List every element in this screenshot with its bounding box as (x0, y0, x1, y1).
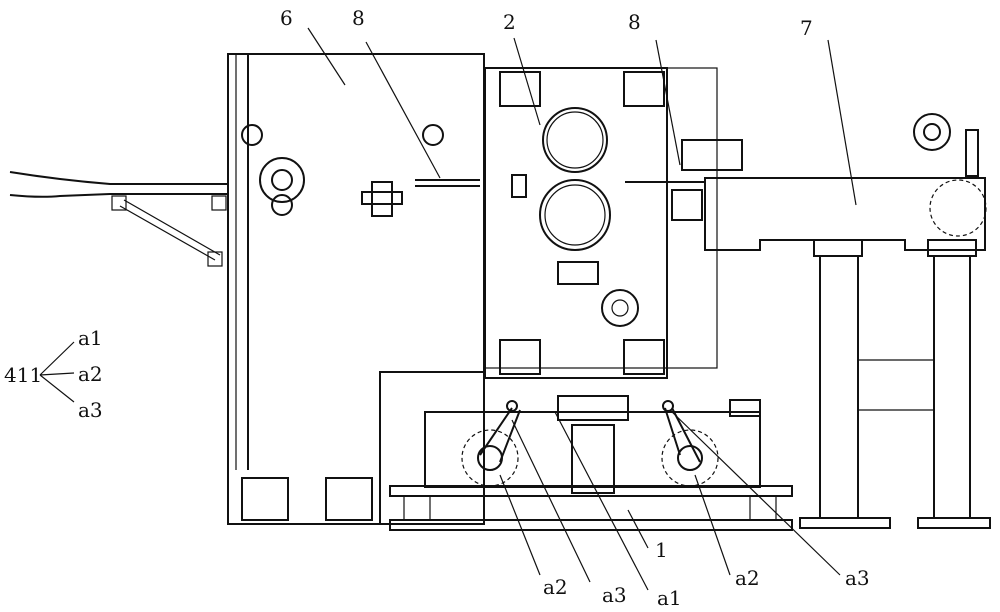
callout-a3-left: a3 (602, 583, 627, 607)
callout-a1: a1 (657, 586, 682, 610)
callout-a2-left: a2 (543, 575, 568, 599)
callout-411: 411 (4, 363, 43, 387)
callout-1: 1 (655, 538, 668, 562)
callout-7: 7 (800, 16, 813, 40)
callout-6: 6 (280, 6, 293, 30)
legend-a3: a3 (78, 398, 103, 422)
frame-6 (227, 53, 485, 525)
callout-a2-right: a2 (735, 566, 760, 590)
callout-8-right: 8 (628, 10, 641, 34)
roller-unit-2 (484, 67, 743, 379)
callout-a3-right: a3 (845, 566, 870, 590)
infeed-conveyor (9, 171, 228, 267)
base-1 (379, 371, 793, 531)
callout-8-left: 8 (352, 6, 365, 30)
legend-a1: a1 (78, 326, 103, 350)
callout-2: 2 (503, 10, 516, 34)
legend-a2: a2 (78, 362, 103, 386)
outfeed-unit-7 (704, 113, 991, 529)
leader-lines (39, 27, 857, 591)
